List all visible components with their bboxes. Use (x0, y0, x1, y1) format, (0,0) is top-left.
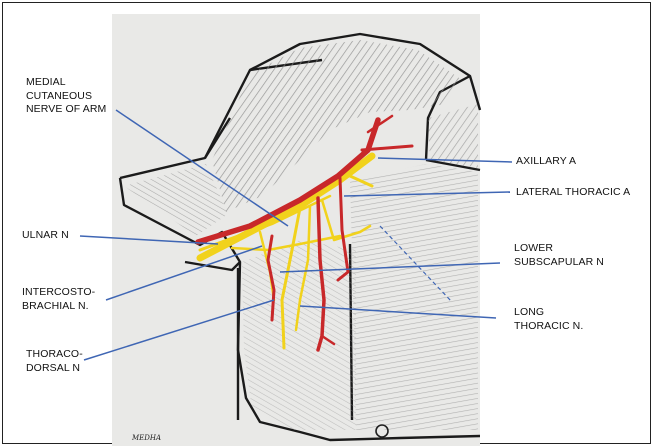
artist-signature: MEDHA (132, 434, 161, 442)
subscapularis-muscle (428, 104, 478, 168)
latissimus-muscle (242, 240, 356, 430)
muscle-shading (124, 40, 478, 430)
label-lateral-thoracic-artery: LATERAL THORACIC A (516, 186, 630, 200)
label-thoracodorsal-nerve: THORACO- DORSAL N (26, 348, 83, 375)
label-axillary-artery: AXILLARY A (516, 155, 576, 169)
label-ulnar-nerve: ULNAR N (22, 229, 69, 243)
label-intercostobrachial-nerve: INTERCOSTO- BRACHIAL N. (22, 286, 95, 313)
label-lower-subscapular-nerve: LOWER SUBSCAPULAR N (514, 242, 604, 269)
label-long-thoracic-nerve: LONG THORACIC N. (514, 306, 583, 333)
label-medial-cutaneous-nerve: MEDIAL CUTANEOUS NERVE OF ARM (26, 76, 106, 117)
serratus-muscle (350, 164, 478, 430)
